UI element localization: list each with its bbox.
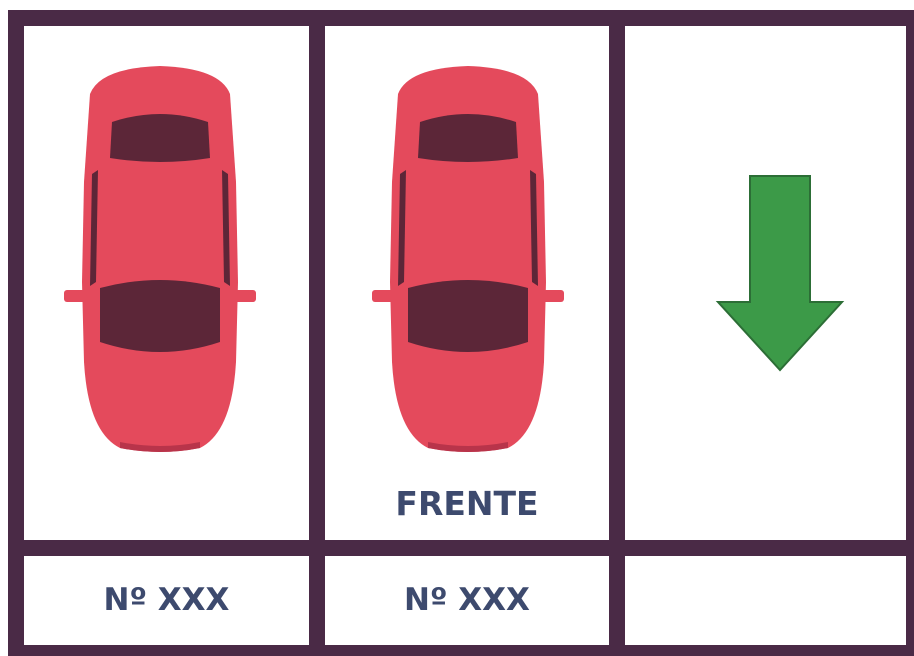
row-divider [8, 540, 914, 556]
divider-2 [609, 10, 625, 656]
front-label: FRENTE [325, 484, 609, 523]
border-right [906, 10, 914, 656]
red-car-icon [60, 62, 260, 458]
border-left [8, 10, 24, 656]
slot-number-label: Nº XXX [325, 582, 609, 618]
border-bottom [8, 645, 914, 656]
down-arrow-icon [714, 174, 846, 374]
divider-1 [309, 10, 325, 656]
red-car-icon [368, 62, 568, 458]
slot-number-label: Nº XXX [24, 582, 309, 618]
border-top [8, 10, 914, 26]
